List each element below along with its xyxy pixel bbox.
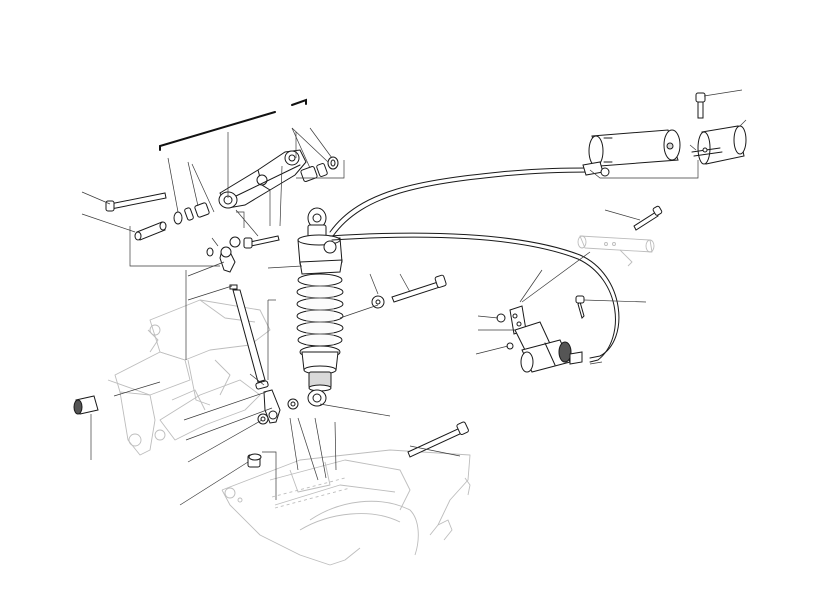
swingarm-outline	[221, 449, 471, 566]
shock-spring	[296, 273, 344, 347]
leader-lines	[81, 89, 747, 506]
hydraulic-preload-adjuster	[509, 305, 583, 373]
mounting-bracket	[577, 235, 655, 267]
short-bolt-left	[105, 192, 167, 212]
rocker-arm	[218, 149, 307, 209]
bracket-bolt	[633, 205, 663, 231]
assembly-bracket	[159, 98, 307, 151]
bolt-under-rocker	[206, 235, 280, 257]
clamp-bolt	[695, 92, 706, 119]
reservoir-clamp	[691, 125, 747, 165]
rear-shock-absorber	[296, 207, 344, 407]
bushings	[173, 156, 339, 225]
hydraulic-hoses	[329, 167, 620, 363]
spacer	[134, 221, 167, 241]
frame-outline	[107, 299, 271, 456]
rubber-buffer	[73, 395, 99, 415]
long-bolt-right	[391, 274, 447, 303]
washers	[257, 295, 385, 425]
remote-reservoir	[582, 129, 681, 177]
tie-rod	[219, 246, 281, 424]
nuts	[247, 313, 514, 468]
long-bolt-bottom	[407, 421, 469, 458]
adjuster-bolt	[575, 295, 585, 319]
